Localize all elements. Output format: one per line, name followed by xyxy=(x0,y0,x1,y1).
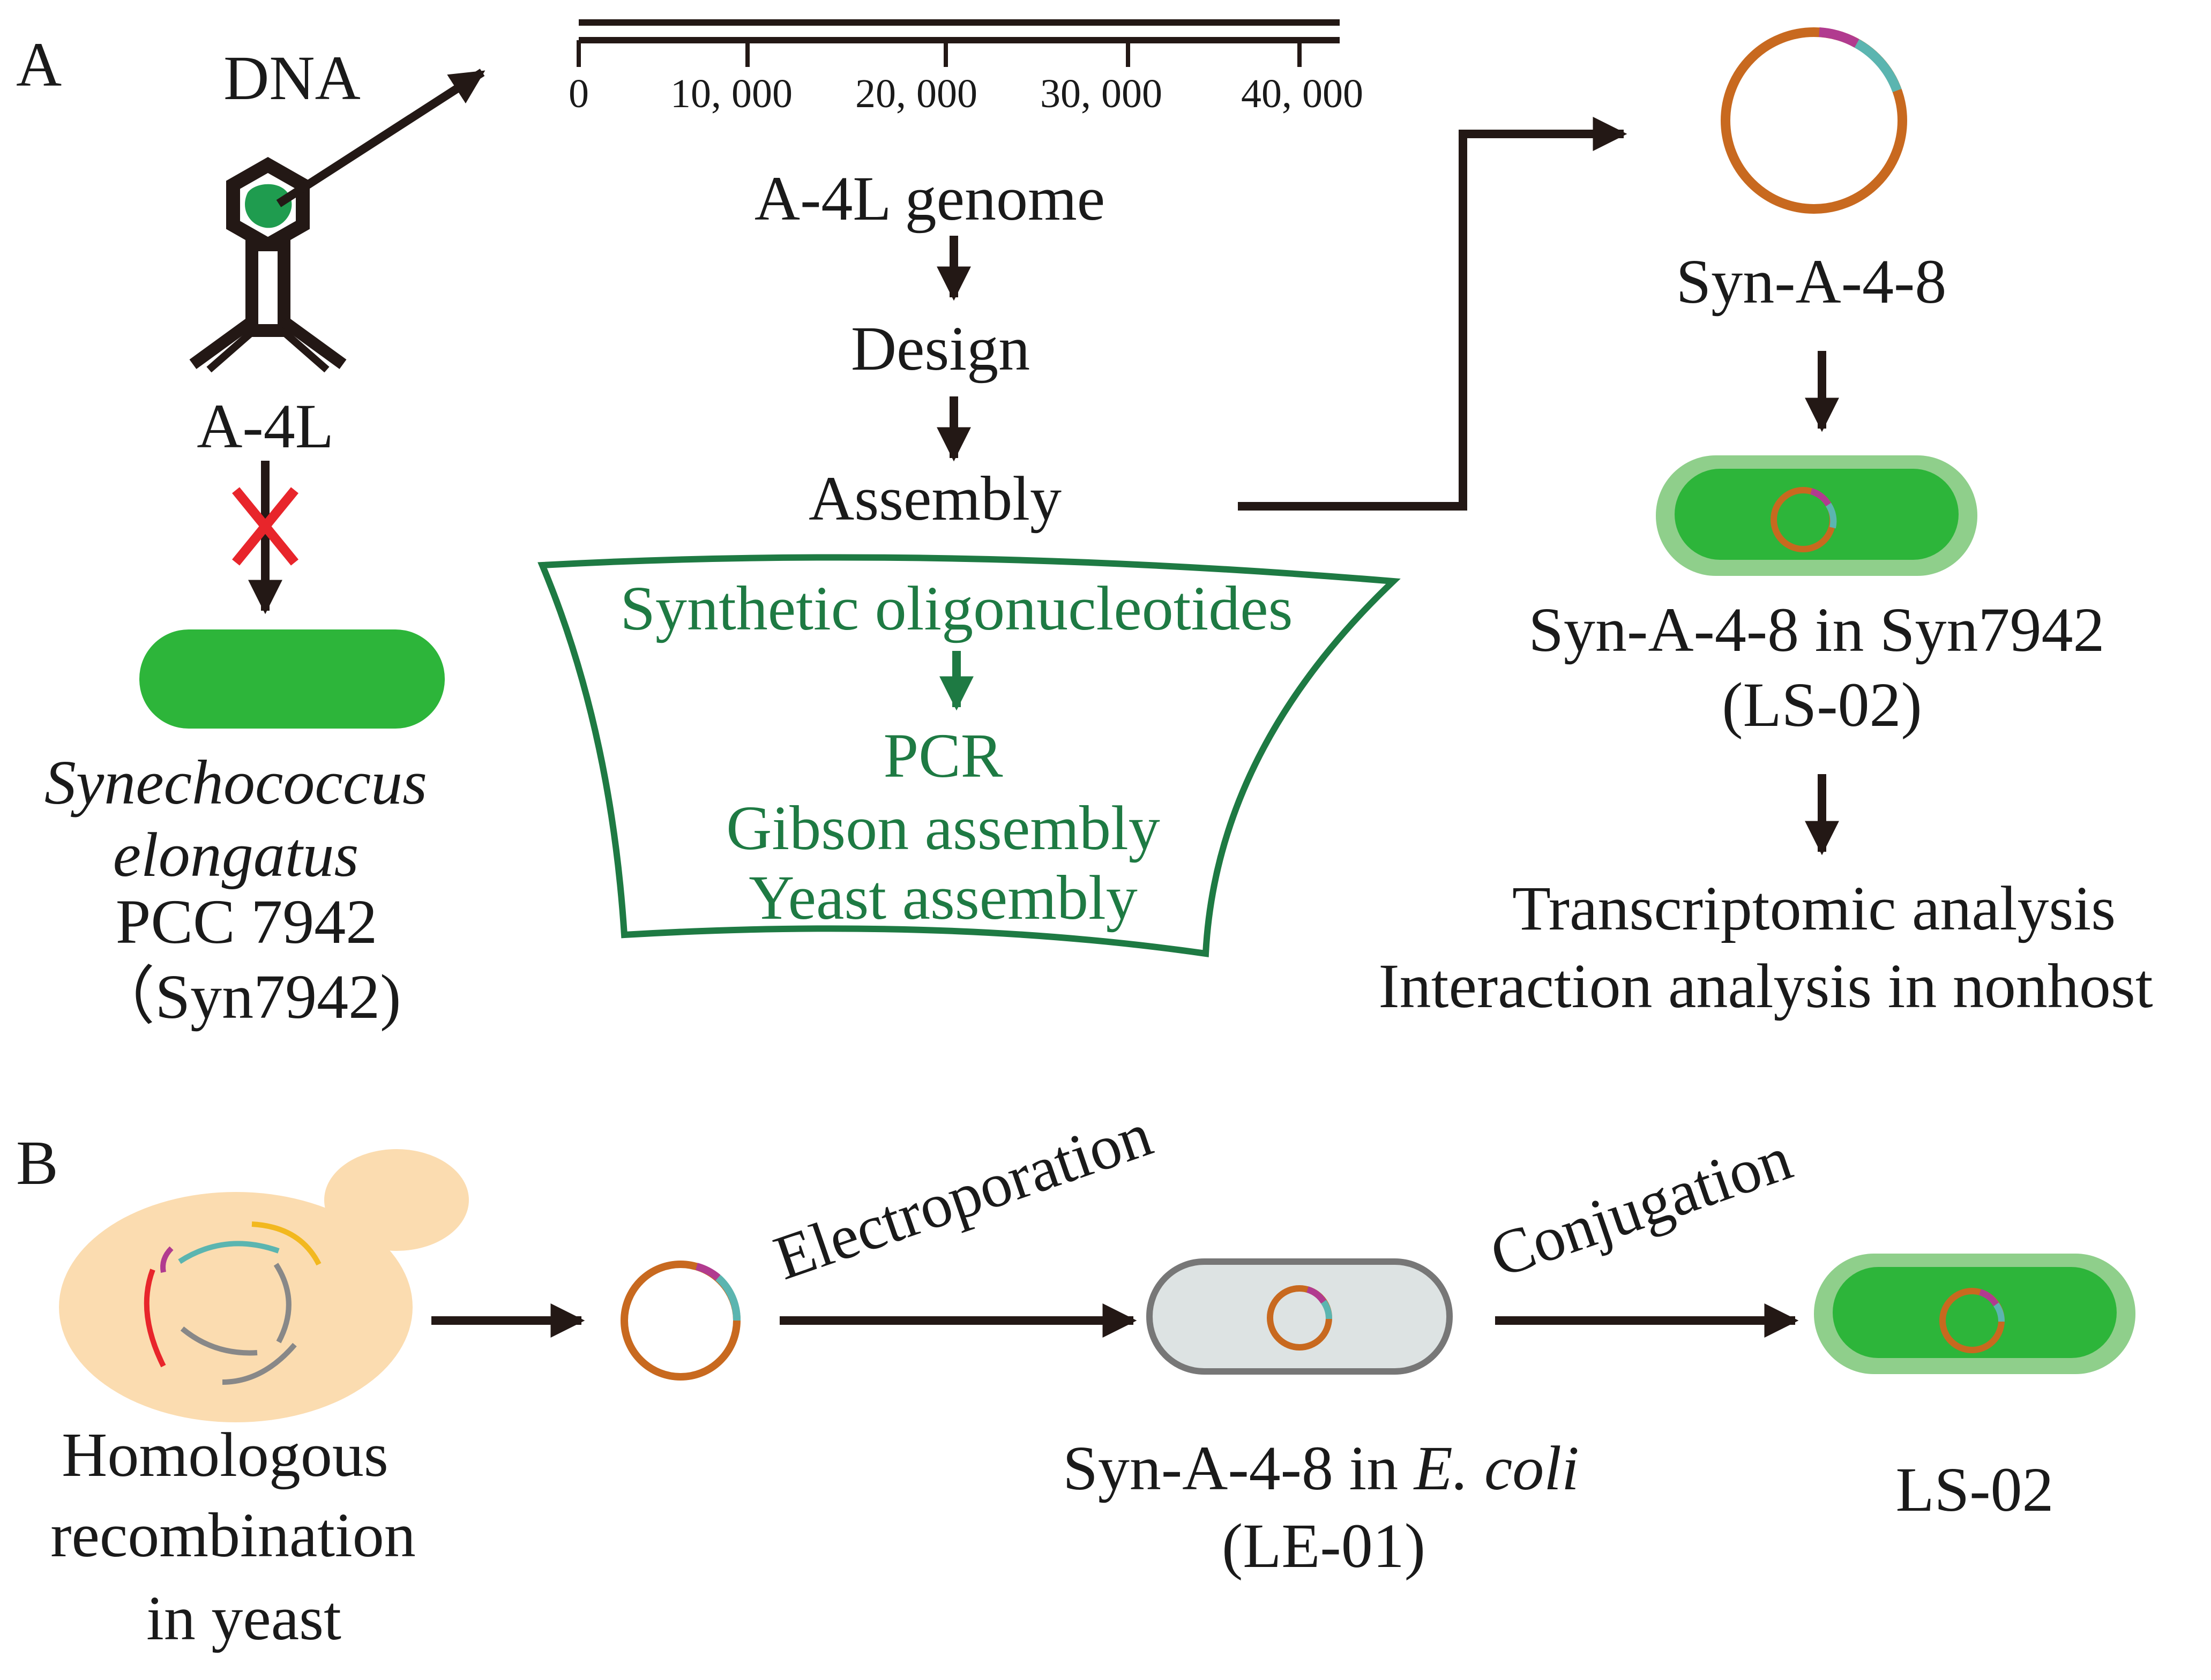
host-strain: PCC 7942 xyxy=(116,887,378,957)
ruler-tick-10000: 10, 000 xyxy=(670,71,793,116)
final-strain-label: LS-02 xyxy=(1896,1454,2054,1525)
host-name-line1: Synechococcus xyxy=(44,747,427,818)
ecoli-line2: (LE-01) xyxy=(1222,1511,1425,1581)
phage-name: A-4L xyxy=(197,391,334,461)
yeast-line3: in yeast xyxy=(146,1583,341,1653)
dna-label: DNA xyxy=(223,43,361,113)
ecoli-line1-prefix: Syn-A-4-8 in xyxy=(1063,1433,1414,1503)
panel-a: A DNA A-4L Synechococcus elongatus PCC 7… xyxy=(16,19,2153,1032)
analysis-line1: Transcriptomic analysis xyxy=(1512,873,2116,943)
assembly-pcr: PCR xyxy=(883,721,1003,791)
workflow-step-design: Design xyxy=(851,313,1030,384)
ruler-tick-30000: 30, 000 xyxy=(1040,71,1162,116)
ruler-tick-20000: 20, 000 xyxy=(855,71,977,116)
assembly-box-frame xyxy=(537,554,1401,957)
dna-arrow xyxy=(276,69,485,207)
assembly-yeast: Yeast assembly xyxy=(749,862,1138,933)
conjugation-label: Conjugation xyxy=(1482,1123,1800,1291)
host-cell-icon xyxy=(139,629,445,729)
construct-name: Syn-A-4-8 xyxy=(1676,246,1947,317)
ruler-tick-0: 0 xyxy=(569,71,589,116)
ruler-tick-40000: 40, 000 xyxy=(1241,71,1363,116)
assembly-gibson: Gibson assembly xyxy=(726,793,1160,863)
analysis-line2: Interaction analysis in nonhost xyxy=(1378,951,2153,1021)
host-name-line2: elongatus xyxy=(113,820,359,890)
assembly-oligos: Synthetic oligonucleotides xyxy=(620,573,1293,643)
ecoli-cell-icon xyxy=(1146,1258,1453,1375)
panel-a-letter: A xyxy=(16,29,62,100)
genome-ruler: 0 10, 000 20, 000 30, 000 40, 000 xyxy=(569,19,1363,116)
final-cell-icon xyxy=(1814,1254,2135,1374)
blocked-cross-icon xyxy=(232,487,298,566)
workflow-step-assembly: Assembly xyxy=(809,463,1062,534)
phage-icon xyxy=(189,157,347,373)
strain-line2: (LS-02) xyxy=(1722,670,1922,740)
yeast-line2: recombination xyxy=(50,1500,416,1570)
ecoli-line1: Syn-A-4-8 in E. coli xyxy=(1063,1433,1579,1503)
electroporation-label: Electroporation xyxy=(766,1099,1161,1293)
ecoli-line1-species: E. coli xyxy=(1413,1433,1579,1503)
workflow-step-genome: A-4L genome xyxy=(755,163,1105,234)
recombinant-cell-icon xyxy=(1656,455,1977,576)
strain-line1: Syn-A-4-8 in Syn7942 xyxy=(1528,595,2104,665)
yeast-line1: Homologous xyxy=(62,1420,389,1490)
plasmid-small-icon xyxy=(621,1261,741,1381)
panel-b: B Homologous recombination in yeast Elec… xyxy=(16,1099,2135,1653)
plasmid-syn-a-4-8-icon xyxy=(1721,27,1907,214)
panel-b-letter: B xyxy=(16,1128,58,1198)
yeast-cell-icon xyxy=(59,1149,469,1422)
assembly-to-plasmid-arrow xyxy=(1238,117,1627,511)
host-short-name: （Syn7942) xyxy=(92,962,401,1032)
